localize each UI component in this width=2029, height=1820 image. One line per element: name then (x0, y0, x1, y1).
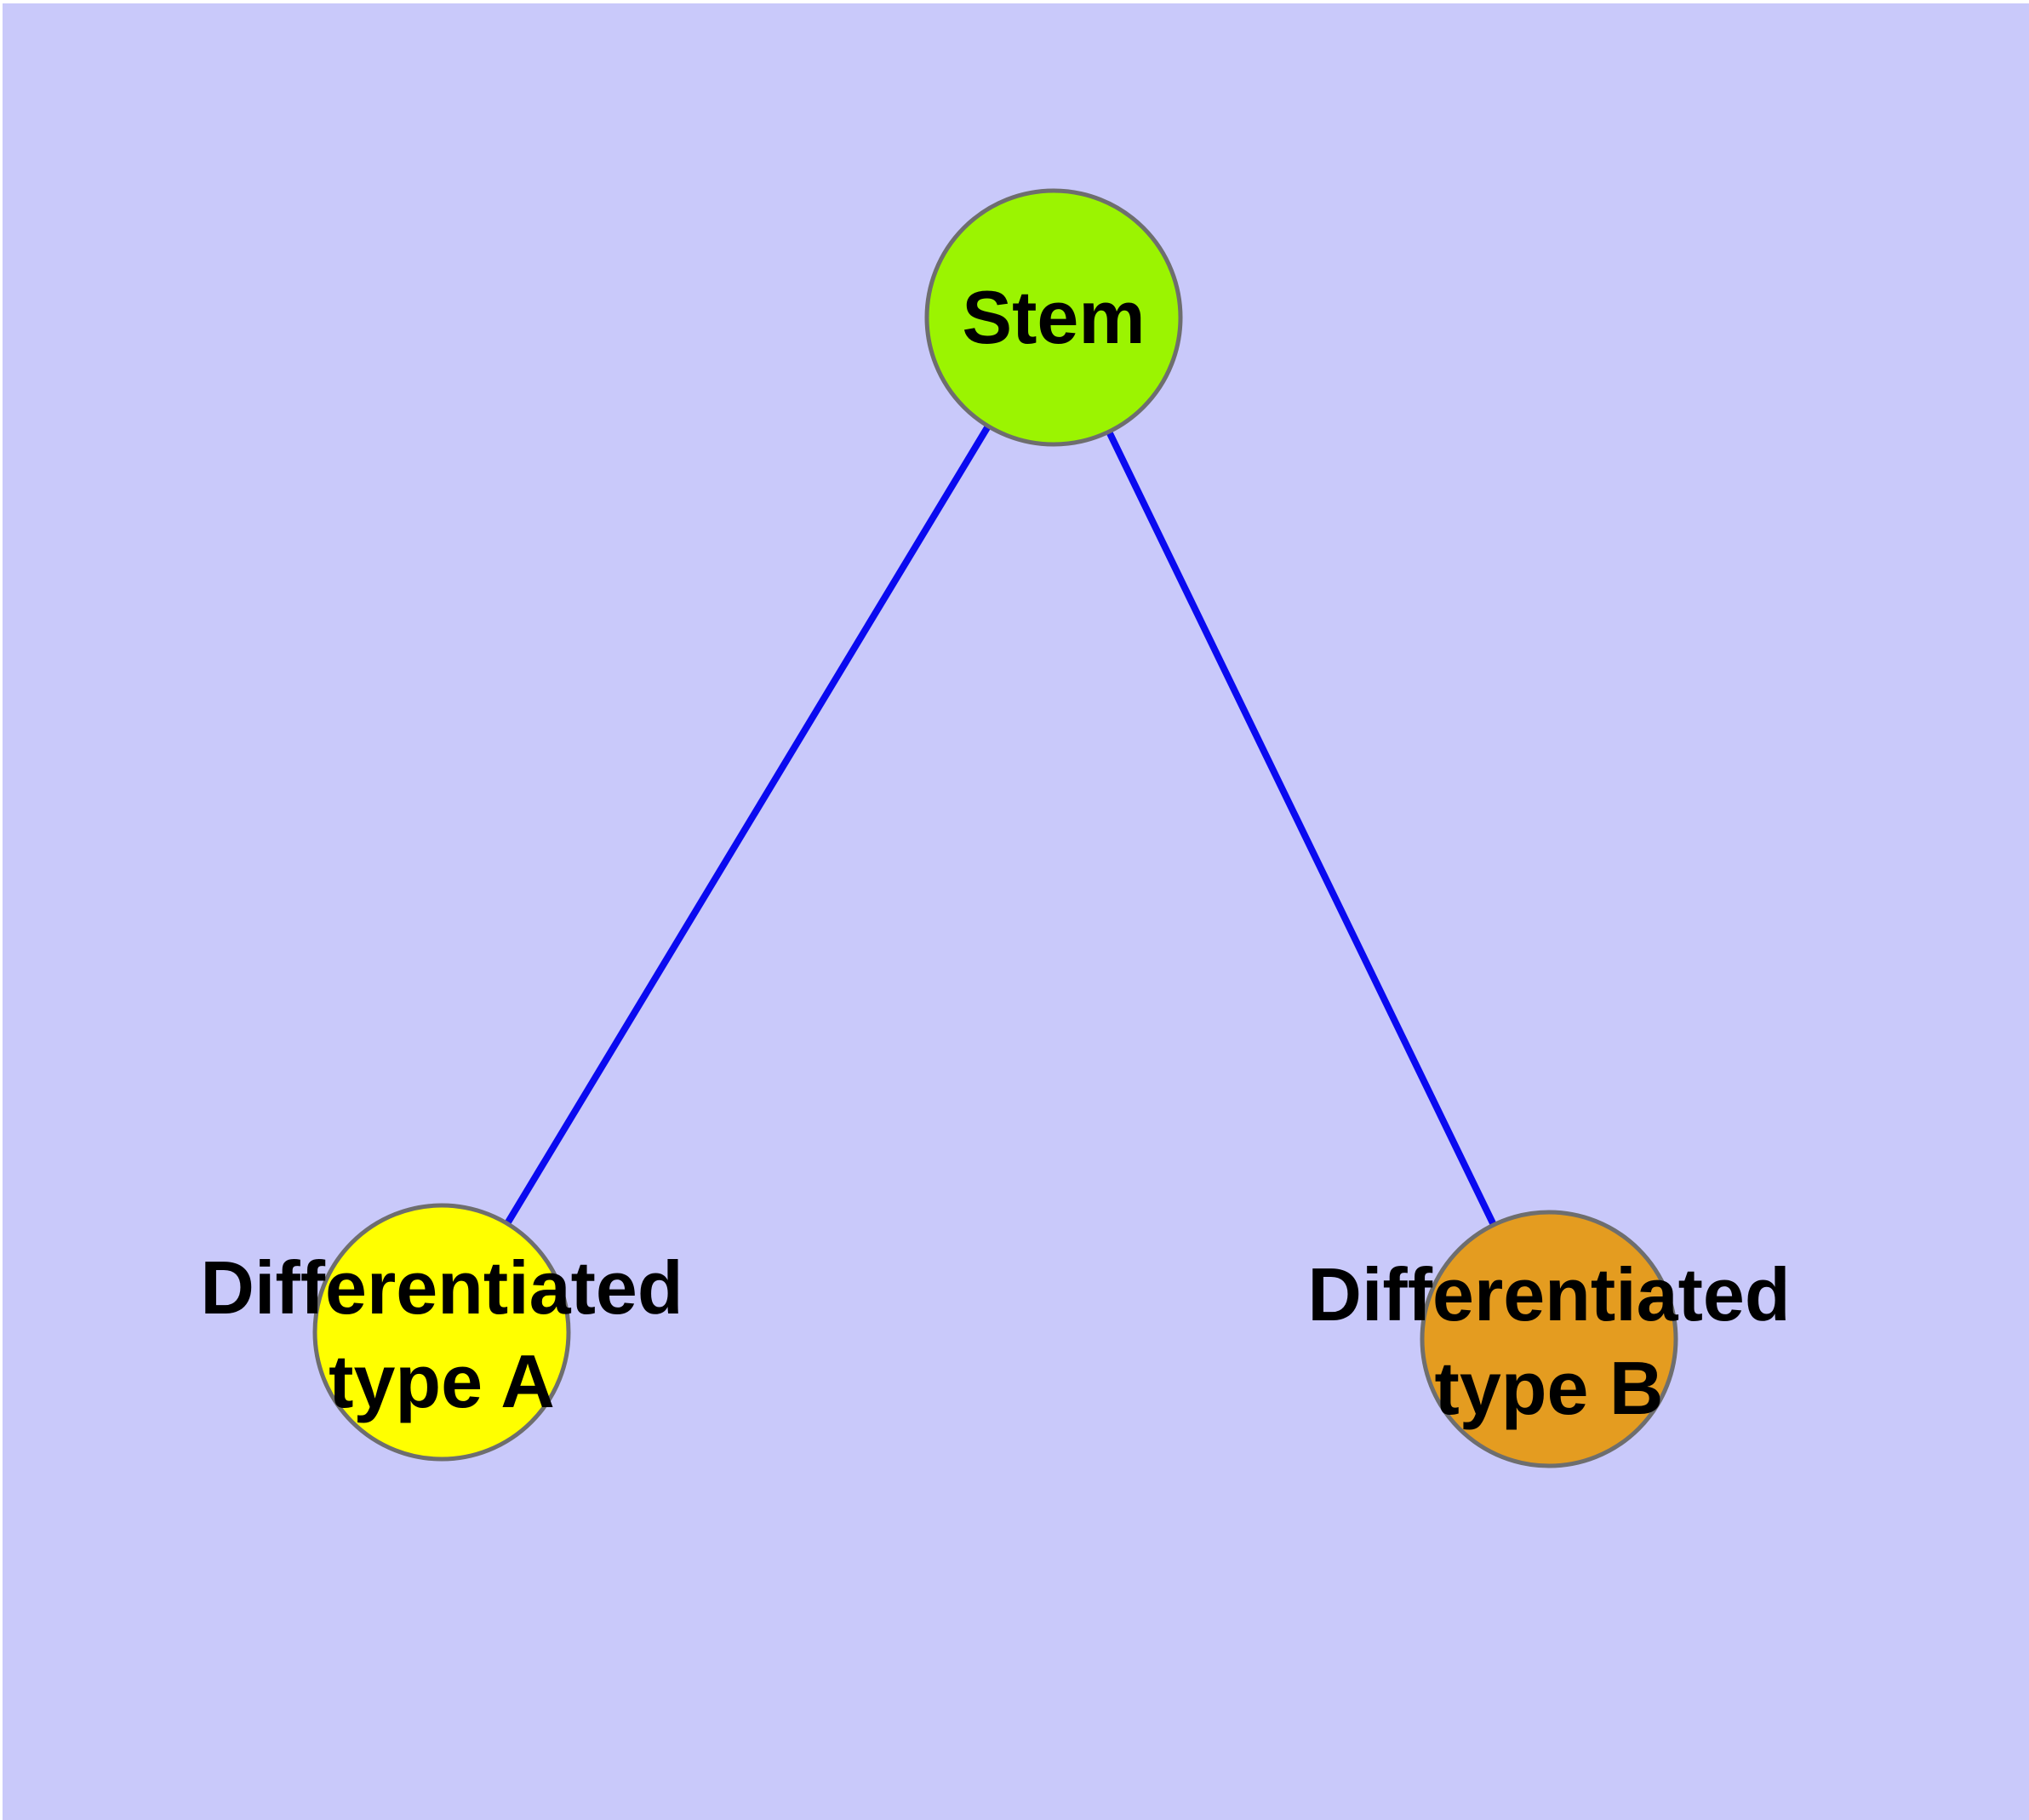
type-a-label-line1: Differentiated (200, 1245, 683, 1330)
type-a-node-circle (312, 1203, 571, 1462)
edge-stem-to-type-b (1050, 316, 1552, 1341)
type-a-label-line2: type A (329, 1339, 555, 1423)
edge-stem-to-type-a (438, 315, 1057, 1335)
stem-node-label: Stem (962, 271, 1145, 364)
stem-label-text: Stem (962, 275, 1146, 359)
type-b-label-line2: type B (1434, 1346, 1664, 1430)
stem-node-circle (924, 188, 1183, 447)
type-a-node-label: Differentiated type A (200, 1241, 683, 1428)
type-b-node-label: Differentiated type B (1307, 1248, 1790, 1435)
type-b-node-circle (1420, 1210, 1678, 1468)
type-b-label-line1: Differentiated (1307, 1252, 1791, 1336)
